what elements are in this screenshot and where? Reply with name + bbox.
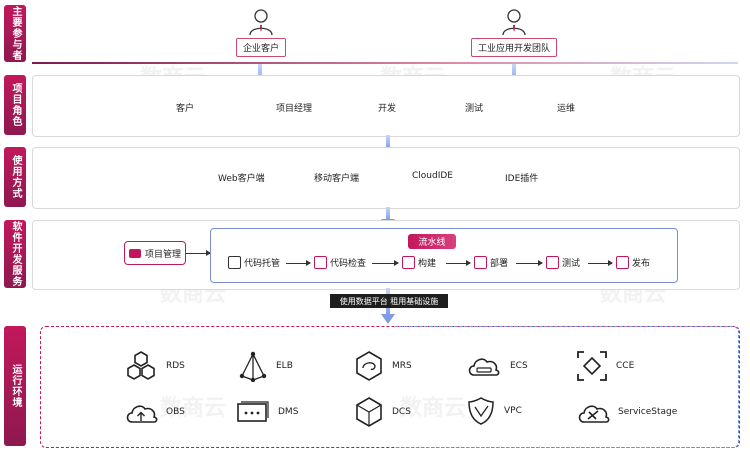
step-arrow [372,260,399,266]
message-queue-icon [237,401,269,422]
step-label: 代码检查 [330,259,367,269]
service-label: MRS [392,361,412,371]
pipeline-step-build[interactable]: 构建 [402,256,436,269]
step-arrow [516,260,543,266]
usage-item: Web客户端 [218,174,265,184]
usage-item: IDE插件 [505,174,539,184]
pipeline-step-deploy[interactable]: 部署 [474,256,508,269]
service-rds[interactable]: RDS [124,350,185,382]
service-label: CCE [616,361,635,371]
pipeline-container [210,228,678,283]
build-icon [402,256,415,269]
role-item: 项目经理 [276,104,313,114]
step-arrow [286,260,311,266]
cloud-server-icon [468,358,500,376]
hexagons-icon [127,351,155,380]
participants-divider [32,62,738,64]
band-devservice: 软件开发服务 [4,220,26,288]
release-icon [616,256,629,269]
step-label: 部署 [490,259,509,269]
step-arrow [588,260,613,266]
service-ecs[interactable]: ECS [466,353,528,379]
industrial-team-label: 工业应用开发团队 [470,38,557,57]
person-icon [249,9,273,36]
role-item: 运维 [557,104,576,114]
pipeline-title: 流水线 [408,234,456,249]
service-obs[interactable]: OBS [124,399,185,425]
container-frame-icon [577,351,607,381]
connector-arrow [186,250,211,256]
platform-tag: 使用数据平台 租用基础设施 [330,294,448,308]
service-mrs[interactable]: MRS [354,350,412,382]
service-vpc[interactable]: VPC [466,396,522,426]
cloud-upload-icon [126,405,158,423]
service-label: ELB [276,361,293,371]
code-icon [228,256,241,269]
deploy-icon [474,256,487,269]
service-elb[interactable]: ELB [238,350,293,382]
participant-enterprise: 企业客户 [226,6,296,57]
band-participants: 主要参与者 [4,5,26,62]
usage-item: CloudIDE [412,171,453,181]
step-arrow [446,260,471,266]
step-label: 代码托管 [244,259,281,269]
pipeline-step-test[interactable]: 测试 [546,256,580,269]
role-item: 客户 [176,104,195,114]
pipeline-step-code-hosting[interactable]: 代码托管 [228,256,280,269]
band-roles: 项目角色 [4,75,26,135]
runtime-container [40,326,740,448]
service-label: ServiceStage [618,407,678,417]
enterprise-customer-label: 企业客户 [235,38,286,57]
band-usage: 使用方式 [4,147,26,207]
service-label: VPC [504,406,522,416]
pipeline-step-release[interactable]: 发布 [616,256,650,269]
step-label: 发布 [632,259,651,269]
step-label: 构建 [418,259,437,269]
step-label: 测试 [562,259,581,269]
role-item: 测试 [465,104,484,114]
shield-network-icon [468,397,494,425]
runtime-container-right [395,326,739,448]
service-servicestage[interactable]: ServiceStage [576,398,677,426]
project-management-button[interactable]: 项目管理 [124,241,186,265]
load-balancer-icon [239,351,267,382]
service-label: RDS [166,361,185,371]
check-icon [314,256,327,269]
usage-row [32,147,740,209]
person-icon [502,9,526,36]
test-icon [546,256,559,269]
service-label: ECS [510,361,528,371]
service-label: DMS [278,407,299,417]
role-item: 开发 [378,104,397,114]
service-dms[interactable]: DMS [236,400,298,424]
project-icon [129,248,141,258]
project-management-label: 项目管理 [145,249,182,260]
service-cce[interactable]: CCE [576,350,634,382]
service-dcs[interactable]: DCS [354,396,411,428]
service-label: OBS [166,407,185,417]
hexagon-cube-icon [356,397,382,427]
usage-item: 移动客户端 [314,174,360,184]
service-label: DCS [392,407,411,417]
elephant-hexagon-icon [356,351,382,381]
cloud-tools-icon [578,405,610,423]
band-runtime: 运行环境 [4,326,26,446]
pipeline-step-code-check[interactable]: 代码检查 [314,256,366,269]
participant-industrial-team: 工业应用开发团队 [466,6,562,57]
